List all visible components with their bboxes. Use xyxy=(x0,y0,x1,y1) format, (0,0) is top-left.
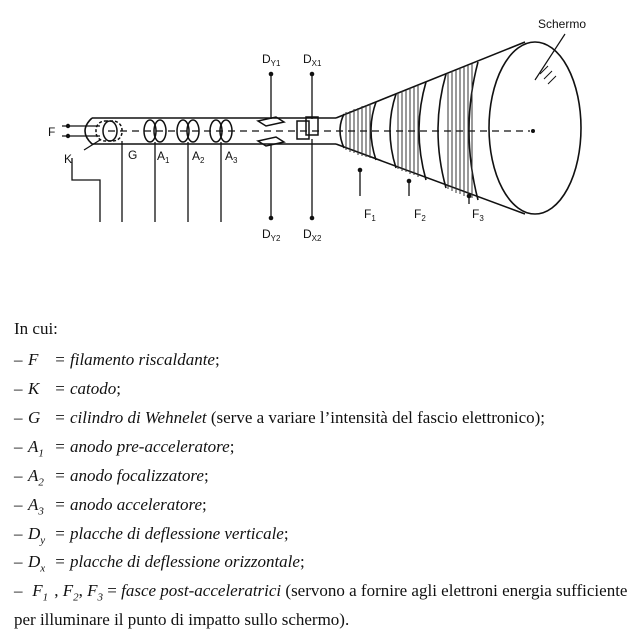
legend-symbol: A1 xyxy=(28,436,44,459)
anode-a2-back xyxy=(186,119,200,143)
legend-note: ; xyxy=(299,552,305,572)
legend-note: ; xyxy=(202,494,207,514)
wehnelt-cylinder xyxy=(102,120,118,142)
legend-symbol: F xyxy=(28,349,39,369)
legend-equals: = xyxy=(55,436,65,456)
legend-symbol: A3 xyxy=(28,494,44,517)
band-f2-right xyxy=(418,81,427,181)
label-f3: F3 xyxy=(472,207,484,223)
anode-a1-back xyxy=(153,119,167,143)
anode-a3-front xyxy=(209,119,223,143)
legend-term: cilindro di Wehnelet xyxy=(70,407,207,427)
cone-bottom-line xyxy=(335,143,526,215)
legend-equals: = xyxy=(55,523,65,543)
legend-dash: – xyxy=(14,523,23,543)
legend-term: placche di deflessione verticale xyxy=(70,523,284,543)
label-a1: A1 xyxy=(157,149,170,165)
legend-symbol-f2: F2 xyxy=(62,581,79,604)
plate-dx2 xyxy=(305,116,319,136)
legend-term: anodo acceleratore xyxy=(70,494,203,514)
anode-a3-back xyxy=(219,119,233,143)
cone-top-line xyxy=(335,41,526,119)
legend-item: –A2 =anodo focalizzatore; xyxy=(14,465,634,494)
label-k: K xyxy=(64,152,72,166)
plate-dy2 xyxy=(256,136,286,147)
legend-item-post-accelerators: – F1, F2, F3 = fasce post-acceleratrici … xyxy=(14,581,628,630)
label-g: G xyxy=(128,148,137,162)
legend-item: –K =catodo; xyxy=(14,378,634,407)
legend-note: ; xyxy=(283,523,289,543)
neck-end-cap xyxy=(84,117,93,145)
label-dy1: DY1 xyxy=(262,52,281,68)
legend-note: (serve a variare l’intensità del fascio … xyxy=(206,407,546,427)
legend-term: anodo focalizzatore xyxy=(70,465,204,485)
plate-dx1 xyxy=(296,120,310,140)
legend-note: ; xyxy=(203,465,209,485)
label-f1: F1 xyxy=(364,207,376,223)
legend-dash: – xyxy=(14,581,23,601)
legend-item: –G =cilindro di Wehnelet (serve a variare… xyxy=(14,407,634,436)
legend-rows: –F=filamento riscaldante;–K=catodo;–G=ci… xyxy=(14,349,634,581)
legend-equals: = xyxy=(55,407,65,427)
legend-term: filamento riscaldante xyxy=(70,349,215,369)
legend-equals: = xyxy=(55,552,65,572)
legend-item: –F =filamento riscaldante; xyxy=(14,349,634,378)
anode-a2-front xyxy=(176,119,190,143)
screen-hatch xyxy=(539,65,557,85)
label-a3: A3 xyxy=(225,149,238,165)
label-a2: A2 xyxy=(192,149,205,165)
legend-term: placche di deflessione orizzontale xyxy=(70,552,300,572)
legend-dash: – xyxy=(14,349,23,369)
legend-dash: – xyxy=(14,552,23,572)
lead-dots xyxy=(65,71,472,221)
label-dx2: DX2 xyxy=(303,227,322,243)
legend: In cui: –F=filamento riscaldante;–K=cato… xyxy=(14,318,634,632)
label-f: F xyxy=(48,125,55,139)
impact-point xyxy=(531,129,535,133)
legend-symbol: A2 xyxy=(28,465,44,488)
band-f1-right xyxy=(370,101,377,161)
legend-item: –A1 =anodo pre-acceleratore; xyxy=(14,436,634,465)
legend-equals: = xyxy=(55,378,65,398)
legend-symbol: G xyxy=(28,407,41,427)
screen-pointer xyxy=(534,33,566,81)
legend-equals: = xyxy=(55,465,65,485)
legend-equals: = xyxy=(55,349,65,369)
legend-symbol: Dx xyxy=(28,552,46,575)
legend-dash: – xyxy=(14,465,23,485)
legend-term: anodo pre-acceleratore xyxy=(70,436,230,456)
label-dy2: DY2 xyxy=(262,227,281,243)
anode-a1-front xyxy=(143,119,157,143)
legend-note: ; xyxy=(229,436,235,456)
crt-diagram: Schermo F K G A1 A2 A3 DY1 DX1 DY2 DX2 F… xyxy=(48,17,586,243)
legend-heading: In cui: xyxy=(14,319,58,338)
legend-term: catodo xyxy=(70,378,117,398)
legend-symbol-f1: F1 xyxy=(32,581,49,604)
legend-equals: = xyxy=(55,494,65,514)
legend-item: –Dy =placche di deflessione verticale; xyxy=(14,523,634,552)
label-f2: F2 xyxy=(414,207,426,223)
legend-dash: – xyxy=(14,407,23,427)
legend-note: ; xyxy=(214,349,220,369)
legend-symbol: Dy xyxy=(28,523,46,546)
legend-dash: – xyxy=(14,436,23,456)
label-dx1: DX1 xyxy=(303,52,322,68)
label-screen: Schermo xyxy=(538,17,586,31)
legend-note: ; xyxy=(116,378,122,398)
legend-symbol-f3: F3 xyxy=(87,581,104,604)
legend-term: fasce post-acceleratrici xyxy=(121,581,282,601)
screen-ellipse xyxy=(488,41,582,215)
legend-item: –A3 =anodo acceleratore; xyxy=(14,494,634,523)
plate-dy1 xyxy=(256,116,286,127)
legend-symbol: K xyxy=(28,378,40,398)
legend-dash: – xyxy=(14,494,23,514)
legend-dash: – xyxy=(14,378,23,398)
legend-item: –Dx =placche di deflessione orizzontale; xyxy=(14,551,634,580)
electrode-leads xyxy=(62,74,470,222)
